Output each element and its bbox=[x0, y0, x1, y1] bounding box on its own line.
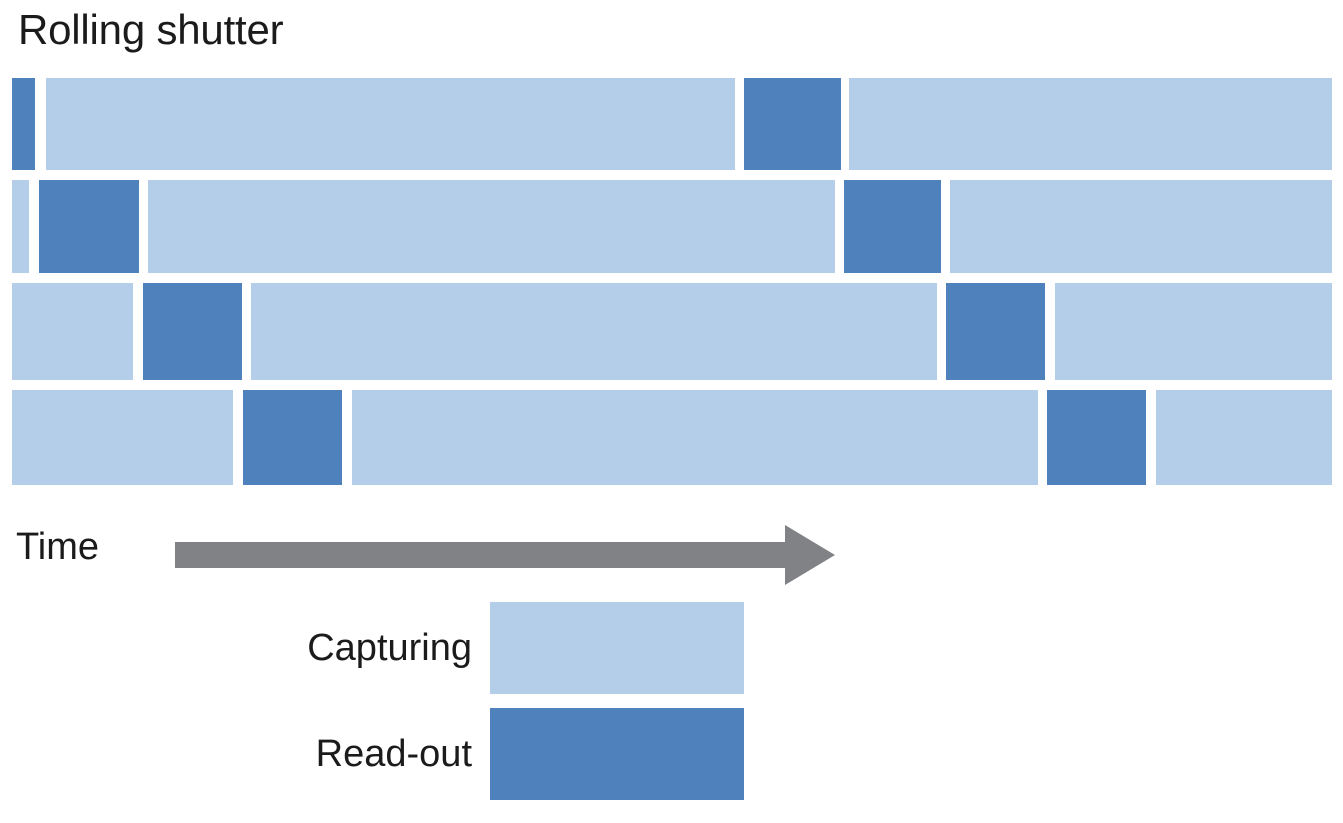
readout-segment bbox=[39, 180, 139, 273]
time-axis-label: Time bbox=[16, 526, 100, 568]
readout-segment bbox=[744, 78, 841, 170]
capturing-segment bbox=[849, 78, 1332, 170]
scanline-row bbox=[0, 283, 1343, 380]
capturing-segment bbox=[12, 390, 233, 485]
capturing-segment bbox=[12, 180, 29, 273]
legend-item-capturing: Capturing bbox=[0, 602, 800, 694]
right-arrow-icon bbox=[175, 525, 835, 585]
timeline-rows bbox=[0, 78, 1343, 485]
capturing-segment bbox=[950, 180, 1332, 273]
page-title: Rolling shutter bbox=[18, 6, 284, 53]
readout-segment bbox=[1047, 390, 1146, 485]
capturing-segment bbox=[352, 390, 1038, 485]
readout-segment bbox=[946, 283, 1045, 380]
legend-label-capturing: Capturing bbox=[307, 627, 472, 669]
scanline-row bbox=[0, 78, 1343, 170]
capturing-segment bbox=[251, 283, 937, 380]
legend-label-readout: Read-out bbox=[315, 733, 472, 775]
readout-segment bbox=[844, 180, 941, 273]
scanline-row bbox=[0, 180, 1343, 273]
legend: Capturing Read-out bbox=[0, 600, 1343, 810]
capturing-segment bbox=[46, 78, 735, 170]
readout-segment bbox=[243, 390, 342, 485]
capturing-segment bbox=[12, 283, 133, 380]
scanline-row bbox=[0, 390, 1343, 485]
readout-segment bbox=[143, 283, 242, 380]
capturing-segment bbox=[1055, 283, 1332, 380]
legend-swatch-readout bbox=[490, 708, 744, 800]
readout-segment bbox=[12, 78, 35, 170]
legend-swatch-capturing bbox=[490, 602, 744, 694]
capturing-segment bbox=[148, 180, 835, 273]
legend-item-readout: Read-out bbox=[0, 708, 800, 800]
capturing-segment bbox=[1156, 390, 1332, 485]
